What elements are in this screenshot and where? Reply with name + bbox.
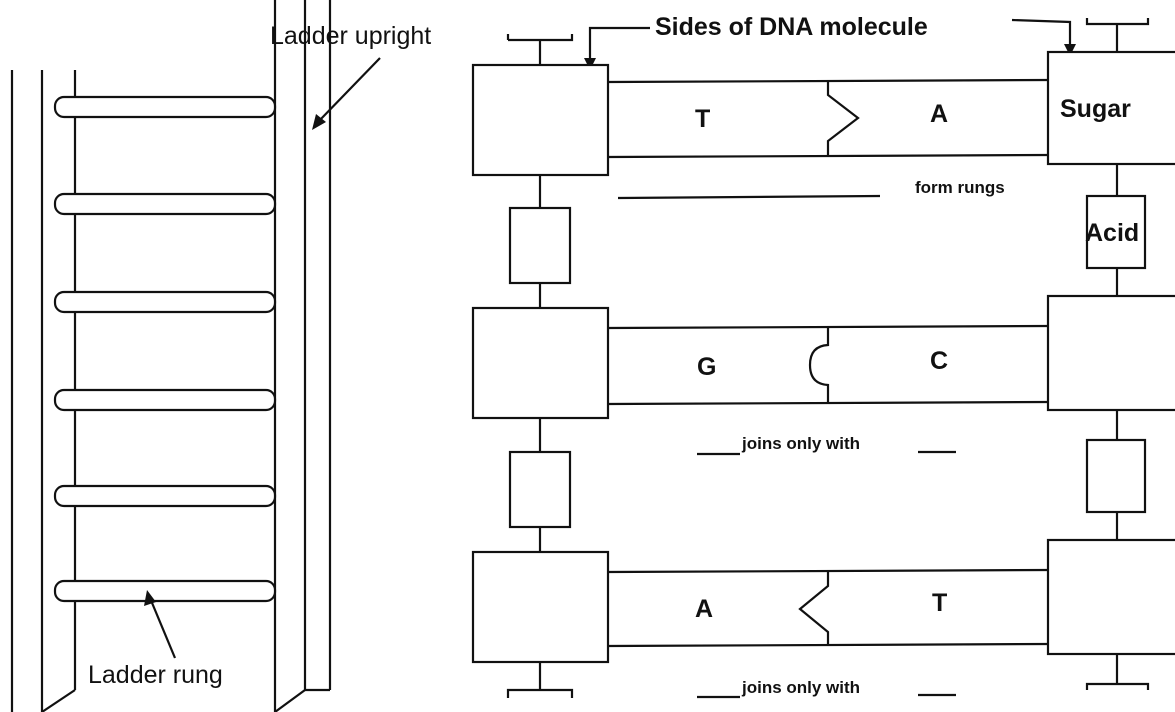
base-pair-rung: T A form rungs: [607, 78, 1049, 200]
ladder-rung: [53, 484, 277, 508]
ladder-rung: [53, 95, 277, 119]
base-pair-rung: A T joins only with: [607, 568, 1049, 699]
ladder-rung-arrow: [148, 597, 177, 659]
ladder-rung-label: Ladder rung: [88, 661, 223, 689]
base-pair-rung: G C joins only with: [607, 324, 1049, 456]
base-label: T: [932, 589, 947, 617]
base-label: G: [697, 353, 716, 381]
sugar-box-left: [471, 63, 610, 177]
acid-label: Acid: [1085, 219, 1139, 247]
rung-caption: joins only with: [741, 678, 860, 697]
base-label: T: [695, 105, 710, 133]
sugar-box-right: [1046, 294, 1175, 412]
ladder-upright-arrow: [317, 57, 381, 123]
sugar-box-left: [471, 550, 610, 664]
sugar-box-right: [1046, 50, 1175, 166]
acid-box-left: [508, 206, 572, 285]
ladder-rung: [53, 192, 277, 216]
base-label: C: [930, 347, 948, 375]
rung-caption: joins only with: [741, 434, 860, 453]
sugar-box-right: [1046, 538, 1175, 656]
dna-molecule: Sides of DNA molecule Sugar Acid: [471, 13, 1175, 699]
sugar-box-left: [471, 306, 610, 420]
ladder-rung: [53, 290, 277, 314]
acid-box-right: [1085, 438, 1147, 514]
base-label: A: [930, 100, 948, 128]
base-label: A: [695, 595, 713, 623]
ladder-rung: [53, 579, 277, 603]
sugar-label: Sugar: [1060, 95, 1131, 123]
ladder-upright-label: Ladder upright: [270, 22, 431, 50]
sides-of-dna-label: Sides of DNA molecule: [655, 13, 928, 41]
acid-box-left: [508, 450, 572, 529]
rung-caption: form rungs: [915, 178, 1005, 197]
ladder-rung: [53, 388, 277, 412]
ladder: Ladder upright Ladder rung: [10, 0, 431, 712]
